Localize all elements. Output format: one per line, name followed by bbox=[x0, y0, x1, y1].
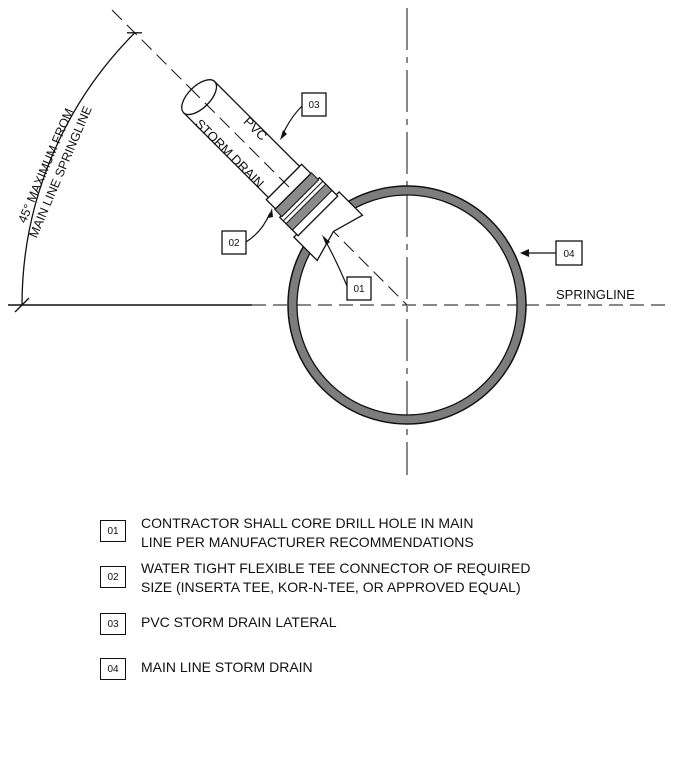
callout-04-box bbox=[555, 240, 583, 266]
legend-item-03: 03 PVC STORM DRAIN LATERAL bbox=[100, 613, 337, 635]
callout-04-text: 04 bbox=[563, 249, 575, 260]
tee-connector-saddle bbox=[292, 190, 364, 262]
legend-item-01: 01 CONTRACTOR SHALL CORE DRILL HOLE IN M… bbox=[100, 515, 474, 552]
callout-03-arrowhead bbox=[280, 130, 287, 140]
legend-note-03: PVC STORM DRAIN LATERAL bbox=[141, 614, 337, 630]
callout-02-arrowhead bbox=[268, 208, 273, 218]
legend-note-01: CONTRACTOR SHALL CORE DRILL HOLE IN MAIN… bbox=[141, 515, 474, 550]
callout-01-box bbox=[346, 276, 372, 301]
callout-03-box bbox=[301, 92, 327, 117]
callout-02-box bbox=[221, 230, 247, 255]
lateral-centerline-interior bbox=[328, 226, 408, 306]
callout-01-arrowhead bbox=[322, 235, 330, 245]
springline-label: SPRINGLINE bbox=[556, 287, 635, 302]
callout-02-leader bbox=[245, 212, 271, 243]
clamp-band-line bbox=[282, 180, 324, 222]
legend-tag-01: 01 bbox=[100, 520, 126, 542]
angle-dimension-arc bbox=[21, 32, 136, 306]
legend-item-02: 02 WATER TIGHT FLEXIBLE TEE CONNECTOR OF… bbox=[100, 560, 530, 597]
legend-tag-02: 02 bbox=[100, 566, 126, 588]
lateral-centerline-over-pipe bbox=[189, 87, 293, 191]
legend-note-04: MAIN LINE STORM DRAIN bbox=[141, 659, 313, 675]
callout-03-leader bbox=[281, 105, 303, 137]
callout-02-text: 02 bbox=[228, 238, 240, 249]
clamp-band-lower bbox=[285, 183, 333, 231]
legend-tag-03: 03 bbox=[100, 613, 126, 635]
legend-note-02: WATER TIGHT FLEXIBLE TEE CONNECTOR OF RE… bbox=[141, 560, 531, 595]
arc-tick-bottom bbox=[14, 297, 30, 313]
callout-03-text: 03 bbox=[308, 100, 320, 111]
callout-01-text: 01 bbox=[353, 284, 365, 295]
legend-tag-04: 04 bbox=[100, 658, 126, 680]
legend-item-04: 04 MAIN LINE STORM DRAIN bbox=[100, 658, 313, 680]
callout-04-arrowhead bbox=[520, 249, 529, 257]
